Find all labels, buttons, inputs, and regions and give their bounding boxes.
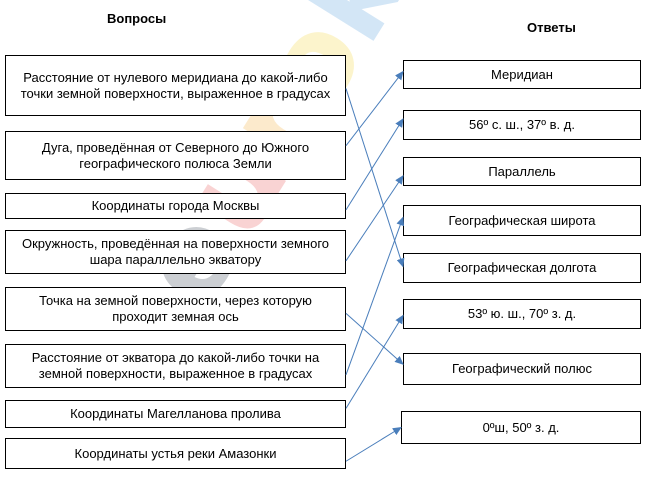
answer-text: Географический полюс	[452, 361, 592, 376]
answer-text: 0ºш, 50º з. д.	[482, 419, 560, 435]
answer-text: 56º с. ш., 37º в. д.	[469, 117, 575, 132]
match-arrow	[345, 70, 404, 147]
question-box[interactable]: Дуга, проведённая от Северного до Южного…	[5, 131, 346, 180]
question-text: Окружность, проведённая на поверхности з…	[21, 236, 330, 267]
match-arrow	[345, 314, 404, 409]
question-box[interactable]: Координаты Магелланова пролива	[5, 400, 346, 428]
question-box[interactable]: Точка на земной поверхности, через котор…	[5, 287, 346, 331]
answer-box[interactable]: Географическая широта	[403, 205, 641, 236]
match-arrow	[345, 426, 402, 462]
question-box[interactable]: Окружность, проведённая на поверхности з…	[5, 230, 346, 274]
answer-text: Параллель	[488, 163, 556, 179]
match-arrow	[345, 118, 404, 211]
question-text: Координаты устья реки Амазонки	[74, 445, 277, 461]
match-arrow	[345, 216, 405, 375]
question-box[interactable]: Расстояние от экватора до какой-либо точ…	[5, 344, 346, 388]
match-arrow	[345, 88, 405, 268]
question-text: Расстояние от нулевого меридиана до како…	[20, 69, 331, 101]
answer-box[interactable]: Географический полюс	[403, 353, 641, 385]
answers-heading: Ответы	[527, 20, 576, 35]
question-text: Дуга, проведённая от Северного до Южного…	[41, 139, 310, 171]
match-arrow	[345, 175, 404, 262]
question-box[interactable]: Координаты города Москвы	[5, 193, 346, 219]
answer-box[interactable]: Параллель	[403, 157, 641, 186]
answer-box[interactable]: 56º с. ш., 37º в. д.	[403, 110, 641, 140]
question-text: Точка на земной поверхности, через котор…	[39, 293, 312, 324]
answer-text: Географическая долгота	[447, 260, 597, 275]
question-box[interactable]: Координаты устья реки Амазонки	[5, 438, 346, 469]
question-text: Координаты города Москвы	[91, 198, 260, 213]
questions-heading: Вопросы	[107, 11, 167, 26]
question-text: Координаты Магелланова пролива	[70, 406, 281, 421]
question-text: Расстояние от экватора до какой-либо точ…	[31, 350, 320, 381]
answer-box[interactable]: 53º ю. ш., 70º з. д.	[403, 299, 641, 329]
answer-text: Меридиан	[491, 66, 553, 82]
answer-box[interactable]: 0ºш, 50º з. д.	[401, 411, 641, 444]
answer-box[interactable]: Меридиан	[403, 60, 641, 89]
match-arrow	[345, 313, 404, 365]
question-box[interactable]: Расстояние от нулевого меридиана до како…	[5, 55, 346, 116]
answer-box[interactable]: Географическая долгота	[403, 253, 641, 283]
answer-text: Географическая широта	[448, 212, 596, 228]
answer-text: 53º ю. ш., 70º з. д.	[467, 306, 577, 321]
